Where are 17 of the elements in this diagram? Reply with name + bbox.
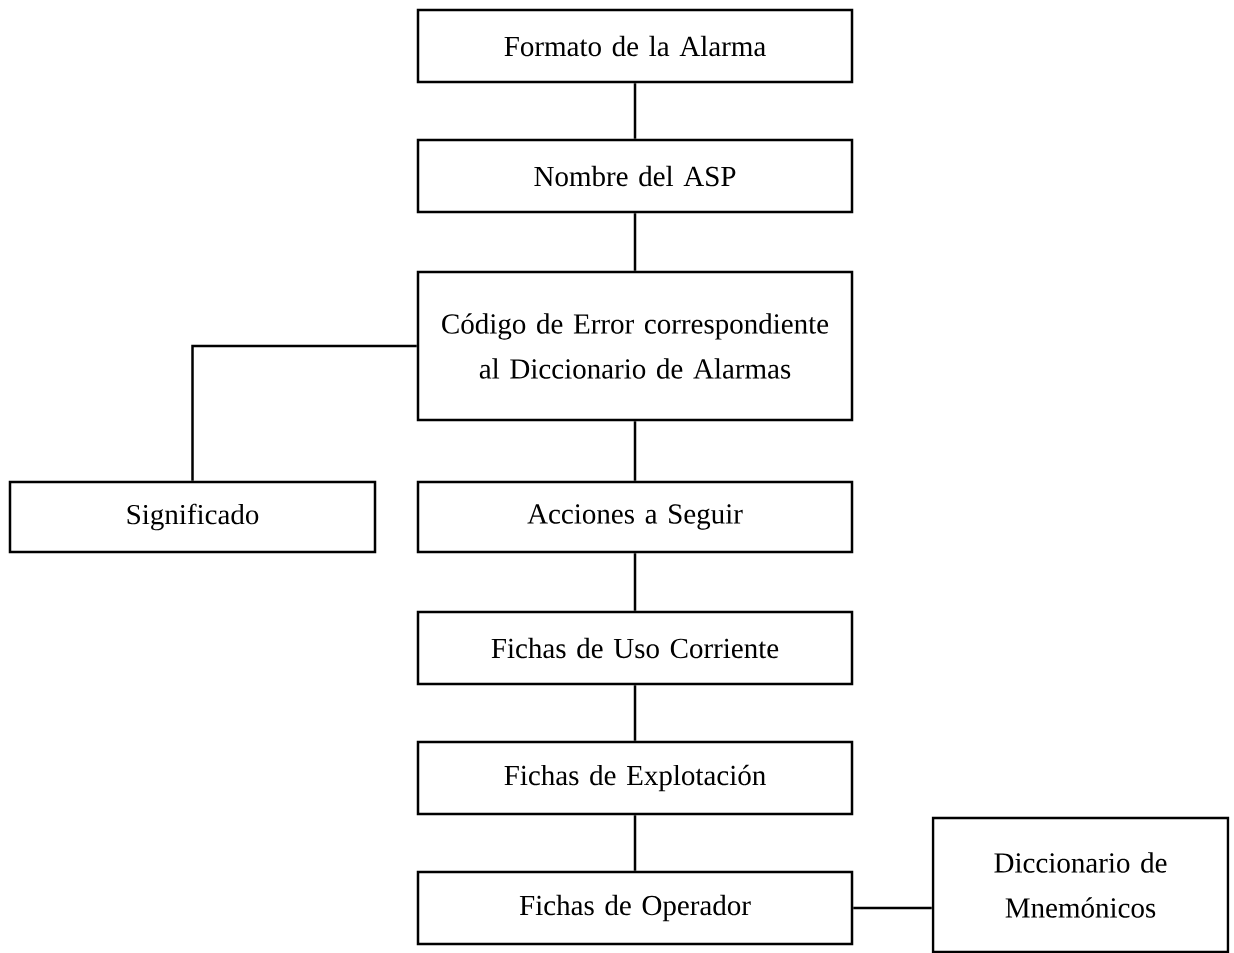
process-box: Código de Error correspondiente al Diccionario de Alarmas — [416, 270, 854, 422]
connector-line — [191, 344, 417, 481]
connector-line — [633, 421, 637, 481]
process-box: Diccionario de Mnemónicos — [931, 816, 1230, 953]
process-box: Fichas de Uso Corriente — [416, 610, 854, 686]
connector-line — [853, 906, 932, 910]
process-box: Significado — [8, 480, 377, 554]
connector-line — [633, 685, 637, 741]
process-box: Formato de la Alarma — [416, 8, 854, 84]
process-box: Fichas de Operador — [416, 870, 854, 946]
process-box: Acciones a Seguir — [416, 480, 854, 554]
process-box: Nombre del ASP — [416, 138, 854, 214]
connector-line — [633, 213, 637, 271]
connector-line — [633, 815, 637, 871]
connector-line — [633, 553, 637, 611]
connector-line — [633, 83, 637, 139]
process-box: Fichas de Explotación — [416, 740, 854, 816]
